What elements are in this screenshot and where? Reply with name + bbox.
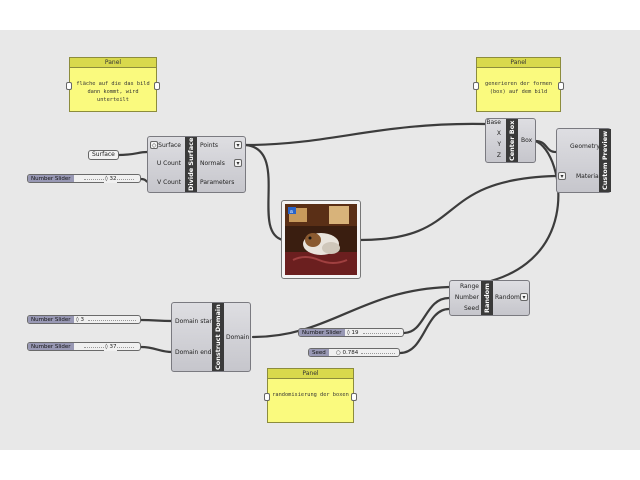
output-domain-label: Domain <box>226 334 250 341</box>
center-box-component[interactable]: Base X Y Z Center Box Box <box>485 118 536 163</box>
output-normals-label: Normals <box>200 160 225 167</box>
surface-param-label: Surface <box>92 151 115 158</box>
panel-output-grip[interactable] <box>558 82 564 90</box>
panel-title: Panel <box>70 58 156 68</box>
divide-surface-title: Divide Surface <box>185 137 197 192</box>
input-domain-start-label: Domain start <box>175 318 215 325</box>
preview-arrow-icon: ▾ <box>558 172 566 180</box>
center-box-title: Center Box <box>506 119 518 162</box>
panel-box-note[interactable]: Panel generieren der formen (box) auf de… <box>473 57 564 112</box>
number-slider-random-number[interactable]: Number Slider ◊ 19 <box>298 328 404 337</box>
output-random-label: Random <box>495 294 520 301</box>
input-seed-label: Seed <box>464 305 479 312</box>
number-slider-domain-start[interactable]: Number Slider ◊ 3 <box>27 315 141 324</box>
output-parameters-label: Parameters <box>200 179 235 186</box>
random-component[interactable]: Range Number Seed Random Random ▾ <box>449 280 530 316</box>
panel-input-grip[interactable] <box>264 393 270 401</box>
custom-preview-component[interactable]: ▾ Geometry Material Custom Preview <box>556 128 611 193</box>
output-box-label: Box <box>521 137 533 144</box>
surface-param[interactable]: Surface <box>88 150 119 160</box>
slider-value[interactable]: ○ 0.784 <box>336 350 359 356</box>
panel-output-grip[interactable] <box>154 82 160 90</box>
input-vcount-label: V Count <box>157 179 181 186</box>
dog-photo: a <box>285 204 357 275</box>
input-range-label: Range <box>459 283 479 290</box>
graft-arrow-icon: ▾ <box>234 159 242 167</box>
slider-label: Number Slider <box>28 316 74 323</box>
input-domain-end-label: Domain end <box>175 349 212 356</box>
input-x-label: X <box>496 130 501 137</box>
panel-random-note[interactable]: Panel randomisierung der boxen <box>264 368 357 423</box>
image-badge: a <box>290 209 293 215</box>
divide-surface-component[interactable]: ◇ Surface U Count V Count Divide Surface… <box>147 136 246 193</box>
slider-track[interactable] <box>88 320 136 321</box>
slider-track[interactable] <box>363 333 399 334</box>
graft-arrow-icon: ▾ <box>234 141 242 149</box>
panel-surface-note[interactable]: Panel fläche auf die das bild dann kommt… <box>66 57 160 112</box>
panel-text: fläche auf die das bild dann kommt, wird… <box>76 81 150 103</box>
custom-preview-title: Custom Preview <box>599 129 611 192</box>
slider-track[interactable] <box>361 353 395 354</box>
input-z-label: Z <box>496 152 501 159</box>
input-base-label: Base <box>486 119 501 126</box>
input-material-label: Material <box>576 173 601 180</box>
reparameterize-icon: ◇ <box>150 141 158 149</box>
panel-text: generieren der formen (box) auf dem bild <box>485 81 552 95</box>
slider-label: Number Slider <box>28 175 74 182</box>
input-surface-label: Surface <box>158 142 181 149</box>
panel-title: Panel <box>477 58 560 68</box>
slider-value[interactable]: ◊ 19 <box>347 330 359 336</box>
slider-value[interactable]: ◊ 32 <box>104 175 118 183</box>
number-slider-domain-end[interactable]: Number Slider ◊ 37 <box>27 342 141 351</box>
input-geometry-label: Geometry <box>570 143 600 150</box>
slider-label: Seed <box>309 349 329 356</box>
number-slider-vcount[interactable]: Number Slider ◊ 32 <box>27 174 141 183</box>
panel-output-grip[interactable] <box>351 393 357 401</box>
graft-arrow-icon: ▾ <box>520 293 528 301</box>
image-sampler-component[interactable]: a <box>281 200 361 279</box>
slider-label: Number Slider <box>28 343 74 350</box>
slider-value[interactable]: ◊ 3 <box>76 317 84 323</box>
output-points-label: Points <box>200 142 219 149</box>
construct-domain-component[interactable]: Domain start Domain end Construct Domain… <box>171 302 251 372</box>
random-title: Random <box>481 281 493 315</box>
construct-domain-title: Construct Domain <box>212 303 224 371</box>
panel-input-grip[interactable] <box>473 82 479 90</box>
input-y-label: Y <box>497 141 501 148</box>
slider-label: Number Slider <box>299 329 345 336</box>
panel-input-grip[interactable] <box>66 82 72 90</box>
input-number-label: Number <box>454 294 479 301</box>
panel-title: Panel <box>268 369 353 379</box>
panel-text: randomisierung der boxen <box>272 392 349 398</box>
input-ucount-label: U Count <box>156 160 181 167</box>
number-slider-seed[interactable]: Seed ○ 0.784 <box>308 348 400 357</box>
slider-value[interactable]: ◊ 37 <box>104 343 118 351</box>
